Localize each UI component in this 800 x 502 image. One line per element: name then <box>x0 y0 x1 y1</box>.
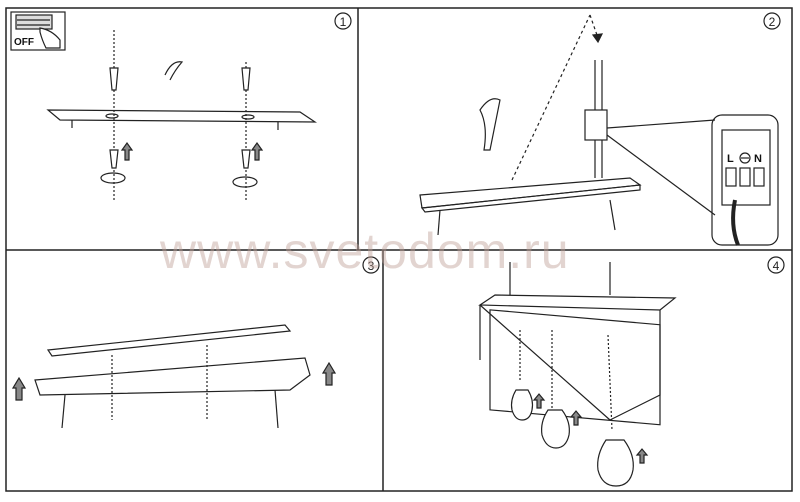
canopy-assembly-step3 <box>34 324 311 429</box>
step-number-1: 1 <box>334 12 352 30</box>
svg-text:1: 1 <box>340 15 347 29</box>
ceiling-plate-step1 <box>46 30 318 200</box>
up-arrow-icon <box>11 361 337 401</box>
svg-text:3: 3 <box>368 259 375 273</box>
breaker-switch-icon: OFF <box>10 11 66 51</box>
canopy-mounting-step2 <box>419 14 716 236</box>
step-number-4: 4 <box>767 256 785 274</box>
svg-text:4: 4 <box>773 259 780 273</box>
svg-text:2: 2 <box>769 15 776 29</box>
up-arrow-icon <box>120 141 264 161</box>
step-number-3: 3 <box>362 256 380 274</box>
step-number-2: 2 <box>763 12 781 30</box>
up-arrow-icon <box>532 393 649 464</box>
svg-text:L: L <box>727 153 734 165</box>
terminal-block: L N <box>711 114 779 246</box>
svg-text:N: N <box>754 153 762 165</box>
light-bulb-icon <box>510 389 634 487</box>
watermark: www.svetodom.ru <box>160 223 570 279</box>
ground-symbol-icon <box>739 152 751 164</box>
panel-frame <box>5 7 793 492</box>
svg-text:OFF: OFF <box>14 37 34 48</box>
lamp-frame-step4 <box>478 262 677 431</box>
